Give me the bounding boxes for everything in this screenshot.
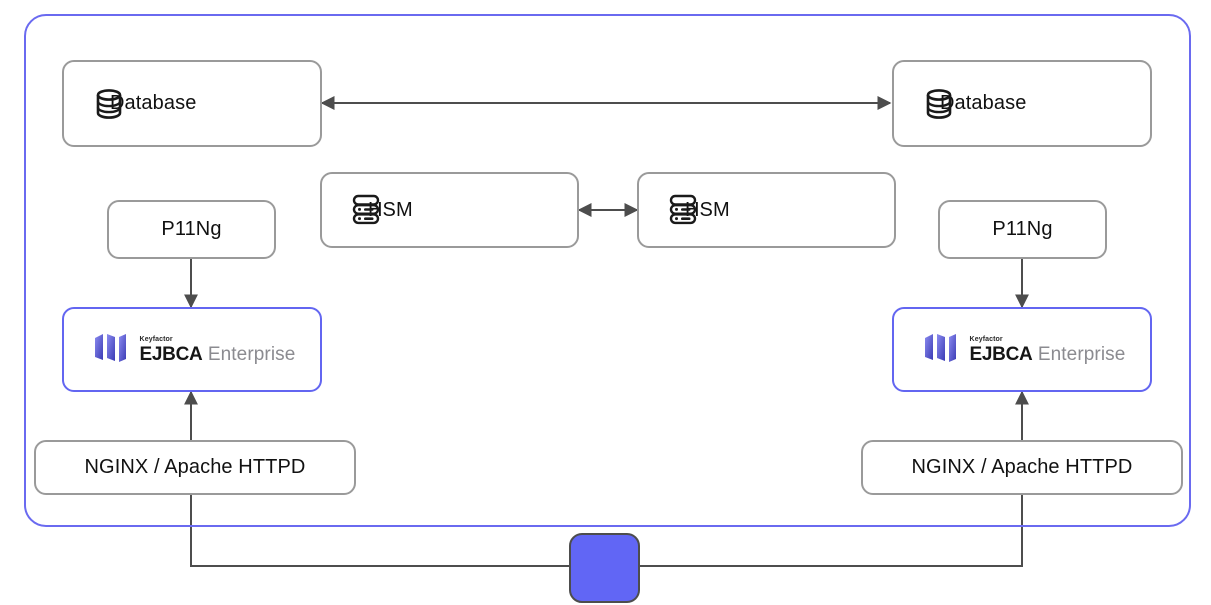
node-label: P11Ng	[161, 218, 222, 240]
load-balancer-node[interactable]	[569, 533, 640, 603]
node-p11ng-right[interactable]: P11Ng	[938, 200, 1107, 259]
node-label: HSM	[685, 198, 730, 221]
keyfactor-ejbca-logo: Keyfactor EJBCA Enterprise	[93, 330, 296, 369]
brand-enterprise: Enterprise	[207, 343, 296, 365]
database-icon	[922, 87, 956, 121]
node-label: Database	[940, 92, 1027, 114]
node-web-server-left[interactable]: NGINX / Apache HTTPD	[34, 440, 356, 495]
brand-enterprise: Enterprise	[1037, 343, 1126, 365]
node-p11ng-left[interactable]: P11Ng	[107, 200, 276, 259]
keyfactor-bars-logo	[93, 330, 131, 369]
node-label: P11Ng	[992, 218, 1053, 240]
node-label: NGINX / Apache HTTPD	[84, 456, 306, 478]
node-database-left[interactable]: Database	[62, 60, 322, 147]
node-ejbca-enterprise-right[interactable]: Keyfactor EJBCA Enterprise	[892, 307, 1152, 392]
node-label: HSM	[368, 198, 413, 221]
ha-cluster-boundary	[24, 14, 1191, 527]
node-label: NGINX / Apache HTTPD	[911, 456, 1133, 478]
brand-keyfactor: Keyfactor	[969, 335, 1003, 343]
node-label: Database	[110, 92, 197, 114]
keyfactor-bars-logo	[923, 330, 961, 369]
server-rack-icon	[350, 193, 384, 227]
node-database-right[interactable]: Database	[892, 60, 1152, 147]
database-icon	[92, 87, 126, 121]
brand-ejbca: EJBCA	[139, 343, 203, 365]
brand-keyfactor: Keyfactor	[139, 335, 173, 343]
server-rack-icon	[667, 193, 701, 227]
node-hsm-left[interactable]: HSM	[320, 172, 579, 248]
node-web-server-right[interactable]: NGINX / Apache HTTPD	[861, 440, 1183, 495]
keyfactor-ejbca-logo: Keyfactor EJBCA Enterprise	[923, 330, 1126, 369]
node-hsm-right[interactable]: HSM	[637, 172, 896, 248]
node-ejbca-enterprise-left[interactable]: Keyfactor EJBCA Enterprise	[62, 307, 322, 392]
brand-ejbca: EJBCA	[969, 343, 1033, 365]
